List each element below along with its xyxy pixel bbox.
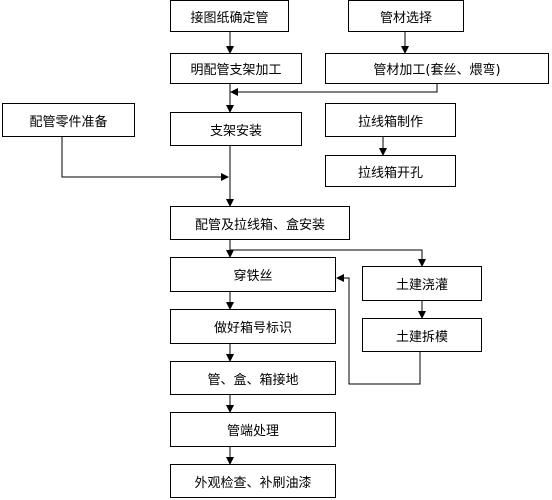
arrow-parts-prep-to-main xyxy=(61,137,229,181)
box-pullbox-make: 拉线箱制作 xyxy=(325,103,456,137)
box-pipe-select: 管材选择 xyxy=(348,0,464,32)
box-wire-thread: 穿铁丝 xyxy=(170,257,336,292)
box-civil-pour: 土建浇灌 xyxy=(362,266,482,301)
box-pullbox-hole: 拉线箱开孔 xyxy=(325,155,456,187)
arrow-formwork-to-wire-thread xyxy=(336,274,421,385)
box-drawing-pipe: 接图纸确定管 xyxy=(170,0,289,32)
box-civil-formwork: 土建拆模 xyxy=(362,318,482,352)
box-parts-prep: 配管零件准备 xyxy=(2,103,135,137)
arrow-pipe-box-to-civil-pour xyxy=(230,249,426,267)
box-grounding: 管、盒、箱接地 xyxy=(170,361,336,395)
arrow-pipe-process-to-merge xyxy=(230,84,438,96)
box-pipe-end: 管端处理 xyxy=(170,412,336,447)
box-inspection: 外观检查、补刷油漆 xyxy=(170,464,336,498)
box-pipe-process: 管材加工(套丝、煨弯) xyxy=(325,53,549,84)
box-pipe-box-install: 配管及拉线箱、盒安装 xyxy=(170,206,350,240)
box-bracket-process: 明配管支架加工 xyxy=(170,53,302,84)
box-bracket-install: 支架安装 xyxy=(170,112,302,146)
box-box-marking: 做好箱号标识 xyxy=(170,309,336,344)
